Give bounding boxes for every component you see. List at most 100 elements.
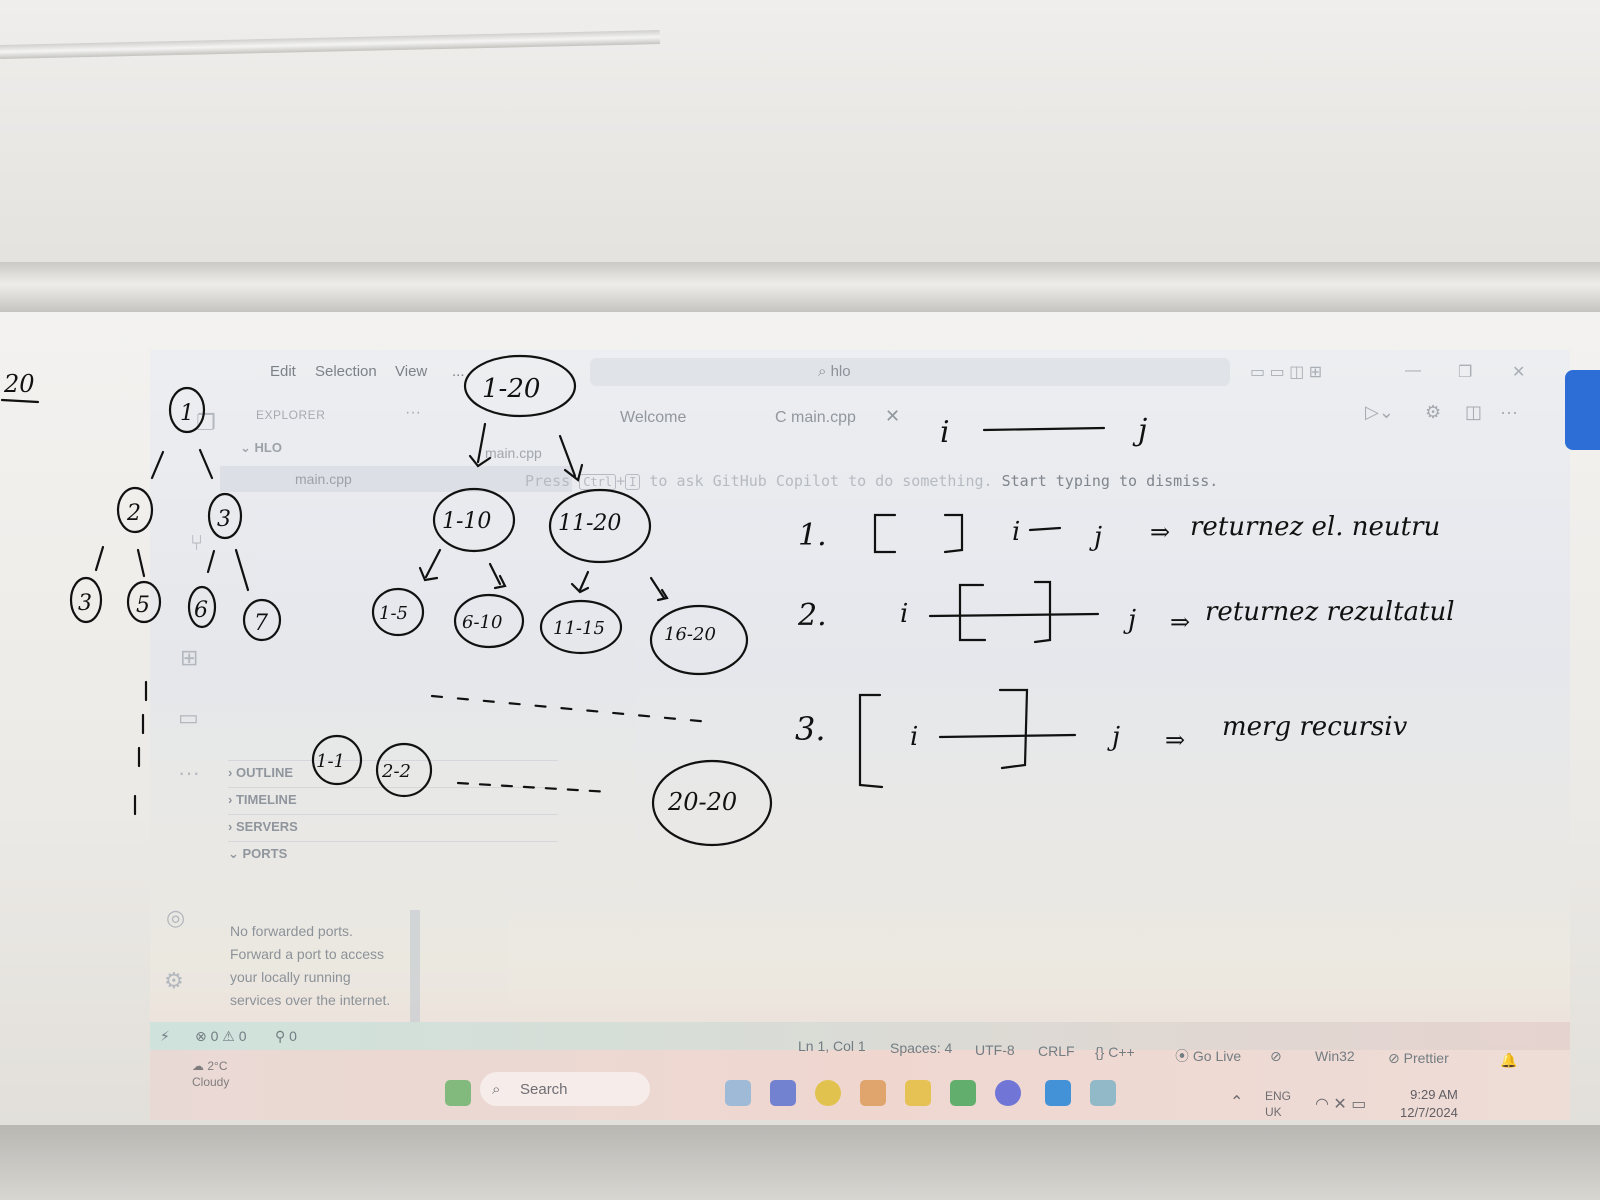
- tab-main-cpp[interactable]: C main.cpp: [775, 409, 856, 426]
- segment-node: 6-10: [462, 612, 502, 633]
- segment-node: 11-20: [558, 511, 621, 536]
- discord-icon[interactable]: [995, 1080, 1021, 1106]
- section-timeline[interactable]: › TIMELINE: [228, 787, 558, 807]
- tree-node: 3: [78, 591, 92, 616]
- broadcast-icon: ⦿: [1175, 1048, 1193, 1064]
- tree-node: 2: [126, 501, 141, 526]
- source-control-icon[interactable]: ⑂: [190, 530, 204, 555]
- tab-welcome[interactable]: Welcome: [620, 409, 687, 426]
- board-ledge: [0, 262, 1600, 318]
- bell-icon[interactable]: 🔔: [1500, 1052, 1518, 1068]
- remote-icon[interactable]: ⚡: [160, 1028, 170, 1044]
- copilot-icon[interactable]: [860, 1080, 886, 1106]
- weather-widget[interactable]: ☁ 2°C Cloudy: [192, 1059, 230, 1089]
- antenna-icon: ⚲: [275, 1028, 290, 1044]
- taskbar-search[interactable]: ⌕ Search: [480, 1072, 650, 1106]
- prettier-status[interactable]: ⊘ Prettier: [1388, 1050, 1449, 1066]
- cursor-position[interactable]: Ln 1, Col 1: [798, 1038, 866, 1054]
- file-main-cpp[interactable]: main.cpp: [220, 466, 572, 492]
- line-ending[interactable]: CRLF: [1038, 1043, 1075, 1059]
- range-j: j: [1123, 605, 1136, 635]
- rule-text: returnez el. neutru: [1190, 512, 1440, 542]
- segment-node: 11-15: [553, 618, 605, 639]
- menu-more[interactable]: ...: [452, 363, 465, 380]
- split-editor-icon[interactable]: ◫: [1465, 402, 1483, 422]
- close-button[interactable]: ✕: [1512, 364, 1526, 381]
- language-mode[interactable]: {} C++: [1095, 1044, 1135, 1060]
- indentation[interactable]: Spaces: 4: [890, 1040, 953, 1056]
- editor-more-icon[interactable]: ···: [1500, 402, 1518, 422]
- folder-hlo[interactable]: ⌄ HLO: [240, 440, 282, 455]
- rule-text: merg recursiv: [1222, 712, 1408, 742]
- system-clock[interactable]: 9:29 AM 12/7/2024: [1400, 1087, 1458, 1120]
- range-i: i: [1012, 517, 1020, 547]
- chrome-icon[interactable]: [815, 1080, 841, 1106]
- section-ports[interactable]: ⌄ PORTS: [228, 841, 558, 862]
- vscode-icon[interactable]: [1045, 1080, 1071, 1106]
- range-i: i: [910, 722, 918, 752]
- notepad-icon[interactable]: [1090, 1080, 1116, 1106]
- menu-selection[interactable]: Selection: [315, 363, 377, 380]
- ports-status[interactable]: ⚲ 0: [275, 1028, 297, 1044]
- sidebar-more-icon[interactable]: ···: [405, 404, 421, 421]
- tab-close-icon[interactable]: ✕: [885, 406, 901, 426]
- segment-node: 1-20: [482, 374, 540, 404]
- section-servers[interactable]: › SERVERS: [228, 814, 558, 834]
- menu-edit[interactable]: Edit: [270, 363, 296, 380]
- check-circle-icon: ⊘: [1388, 1050, 1404, 1066]
- gear-icon[interactable]: ⚙: [164, 968, 184, 993]
- rule-number: 3.: [795, 710, 826, 748]
- editor-tabs: Welcome C main.cpp ✕: [580, 400, 1570, 436]
- cloud-icon: ☁: [192, 1059, 208, 1073]
- copilot-status-icon[interactable]: ⊘: [1270, 1048, 1282, 1064]
- chevron-up-icon[interactable]: ⌃: [1230, 1094, 1244, 1111]
- remote-explorer-icon[interactable]: ▭: [178, 705, 199, 730]
- explorer-icon[interactable]: ❐: [196, 410, 216, 435]
- file-explorer-icon[interactable]: [905, 1080, 931, 1106]
- corner-underline: [0, 398, 40, 404]
- settings-gear-icon[interactable]: ⚙: [1425, 402, 1442, 422]
- sidebar-scrollbar[interactable]: [410, 910, 420, 1030]
- tree-node: 1: [180, 401, 194, 426]
- extensions-icon[interactable]: ⊞: [180, 645, 199, 670]
- minimize-button[interactable]: —: [1405, 362, 1421, 379]
- layout-toggle-icon[interactable]: ▭ ▭ ◫ ⊞: [1250, 364, 1323, 381]
- range-i: i: [940, 415, 950, 450]
- board-tray: [0, 1125, 1600, 1200]
- braces-icon: {}: [1095, 1044, 1109, 1060]
- section-outline[interactable]: › OUTLINE: [228, 760, 558, 780]
- explorer-sidebar: EXPLORER ··· ⌄ HLO main.cpp › OUTLINE › …: [220, 390, 572, 1030]
- menu-bar: Edit Selection View ... ⌕ hlo ▭ ▭ ◫ ⊞ — …: [150, 350, 1570, 390]
- account-icon[interactable]: ◎: [166, 905, 186, 930]
- rule-number: 2.: [797, 598, 827, 633]
- platform[interactable]: Win32: [1315, 1048, 1355, 1064]
- windows-taskbar: Ln 1, Col 1 Spaces: 4 UTF-8 CRLF {} C++ …: [150, 1038, 1570, 1120]
- tree-node: 6: [194, 598, 208, 623]
- task-view-icon[interactable]: [725, 1080, 751, 1106]
- copilot-hint: Press Ctrl+I to ask GitHub Copilot to do…: [525, 472, 1219, 490]
- command-center-text: ⌕ hlo: [818, 363, 851, 380]
- breadcrumb[interactable]: main.cpp: [485, 445, 542, 461]
- go-live-button[interactable]: ⦿ Go Live: [1175, 1048, 1242, 1064]
- start-icon[interactable]: [445, 1080, 471, 1106]
- side-app-tab[interactable]: [1565, 370, 1600, 450]
- restore-button[interactable]: ❐: [1458, 364, 1473, 381]
- problems-status[interactable]: ⊗ 0 ⚠ 0: [195, 1028, 247, 1044]
- teams-icon[interactable]: [770, 1080, 796, 1106]
- encoding[interactable]: UTF-8: [975, 1042, 1015, 1058]
- chevron-down-icon: ⌄: [240, 440, 255, 455]
- status-bar: ⚡ ⊗ 0 ⚠ 0 ⚲ 0: [150, 1022, 1570, 1050]
- run-icon[interactable]: ▷⌄: [1365, 402, 1394, 422]
- command-center-search[interactable]: ⌕ hlo: [590, 358, 1230, 386]
- cpp-file-icon: C: [775, 409, 791, 426]
- drive-icon[interactable]: [950, 1080, 976, 1106]
- tree-node: 5: [136, 593, 150, 618]
- left-tree: 1 2 3 3 5 6 7: [69, 386, 282, 816]
- wifi-icon[interactable]: ◠ ✕ ▭: [1315, 1096, 1367, 1113]
- menu-view[interactable]: View: [395, 363, 428, 380]
- search-icon: ⌕: [818, 363, 827, 380]
- search-icon: ⌕: [492, 1081, 501, 1098]
- more-icon[interactable]: ···: [178, 760, 200, 785]
